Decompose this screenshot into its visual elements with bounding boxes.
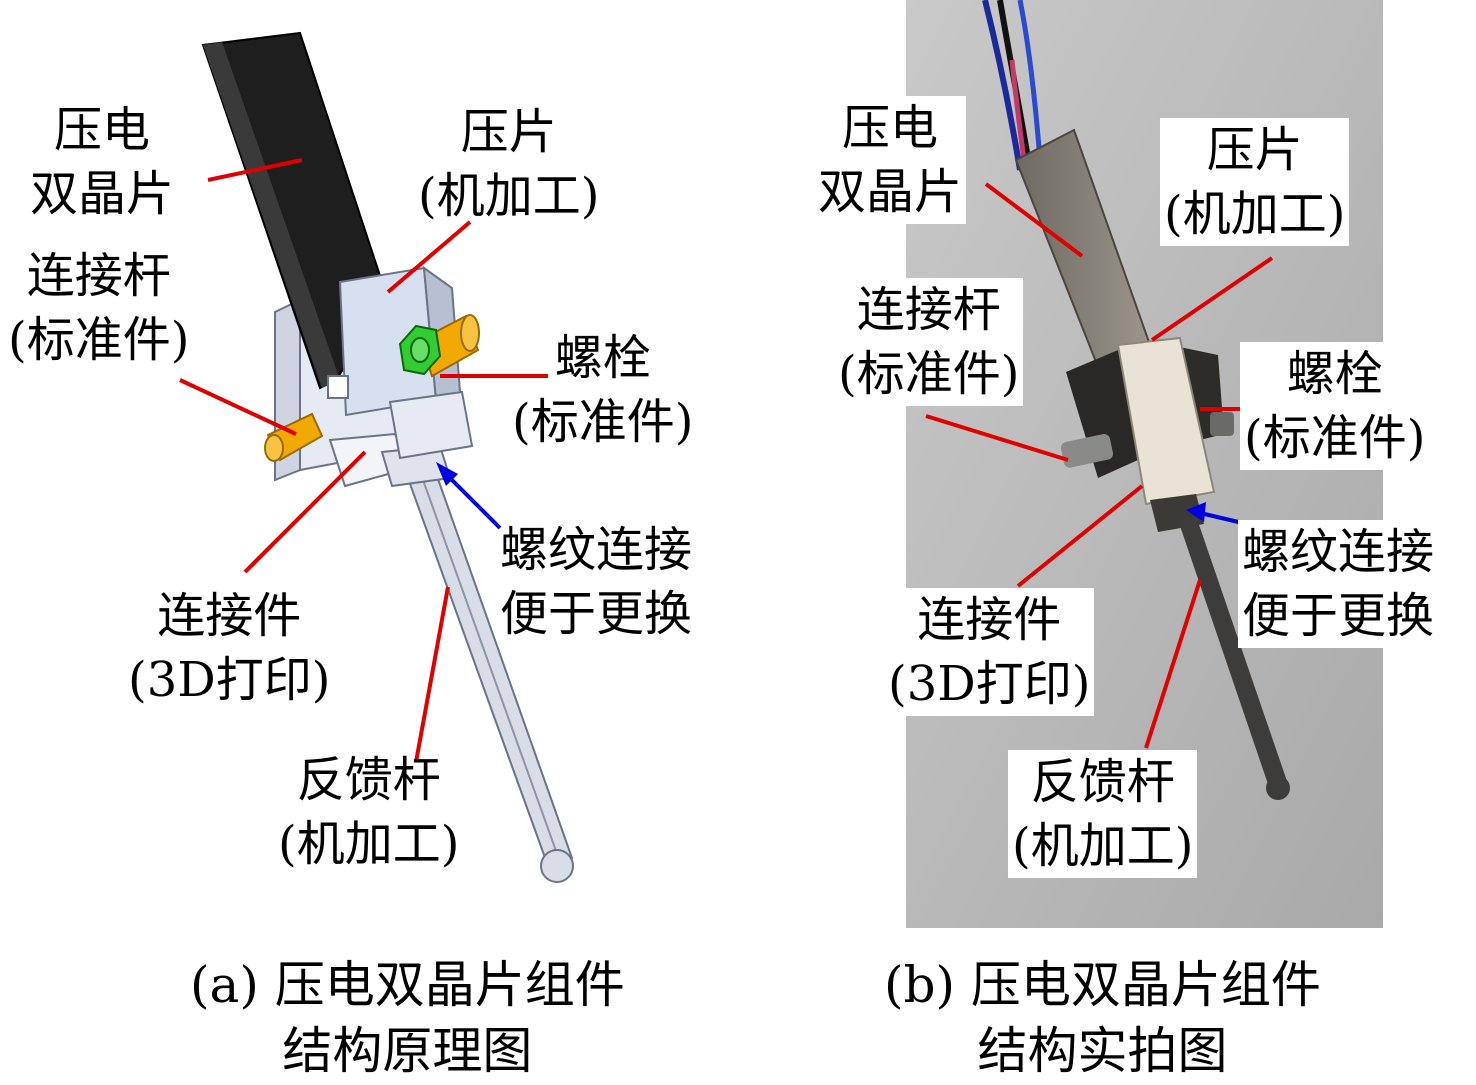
- label-line: (标准件): [838, 346, 1020, 402]
- label-line: 压片: [460, 104, 557, 160]
- link-rod-model: [264, 412, 324, 462]
- label-line: 连接件: [917, 592, 1062, 648]
- label-line: 反馈杆: [296, 752, 441, 808]
- label-line: 连接件: [157, 588, 302, 644]
- label-line: (3D打印): [888, 656, 1091, 712]
- label-line: 螺纹连接: [500, 522, 693, 578]
- panel-a-schematic: [201, 31, 574, 883]
- caption-line: 结构实拍图: [977, 1022, 1228, 1080]
- panel-b-label-thread: 螺纹连接 便于更换: [1238, 520, 1439, 648]
- panel-b-label-connector: 连接件 (3D打印): [884, 588, 1095, 716]
- label-line: (标准件): [512, 394, 694, 450]
- caption-line: 结构原理图: [282, 1022, 533, 1080]
- label-line: 压电: [54, 102, 151, 158]
- label-line: 螺栓: [1286, 346, 1383, 402]
- label-line: (机加工): [418, 168, 600, 224]
- panel-a-label-bolt: 螺栓 (标准件): [512, 326, 693, 454]
- label-line: (机加工): [278, 816, 460, 872]
- caption-line: (b) 压电双晶片组件: [884, 956, 1321, 1014]
- panel-a-label-feedback-rod: 反馈杆 (机加工): [278, 748, 459, 876]
- caption-line: (a) 压电双晶片组件: [190, 956, 625, 1014]
- label-line: (标准件): [8, 312, 190, 368]
- panel-b-label-bimorph: 压电 双晶片: [814, 96, 967, 224]
- label-line: 便于更换: [1242, 588, 1435, 644]
- panel-b-label-link-rod: 连接杆 (标准件): [834, 278, 1024, 406]
- label-line: 压片: [1206, 122, 1303, 178]
- label-line: 反馈杆: [1030, 754, 1175, 810]
- panel-b-label-bolt: 螺栓 (标准件): [1240, 342, 1430, 470]
- bolt-model: [398, 314, 480, 378]
- panel-a-label-thread: 螺纹连接 便于更换: [500, 518, 692, 646]
- panel-b-label-clamp: 压片 (机加工): [1160, 118, 1350, 246]
- panel-b-leader-lines: [925, 182, 1274, 749]
- label-line: 双晶片: [818, 164, 963, 220]
- panel-a-leader-lines: [179, 158, 548, 763]
- panel-b-caption: (b) 压电双晶片组件 结构实拍图: [884, 952, 1321, 1084]
- label-line: 便于更换: [500, 586, 693, 642]
- panel-b-label-feedback-rod: 反馈杆 (机加工): [1008, 750, 1198, 878]
- label-line: 双晶片: [30, 166, 175, 222]
- label-line: (机加工): [1012, 818, 1194, 874]
- label-line: 螺纹连接: [1242, 524, 1435, 580]
- label-line: 压电: [842, 100, 939, 156]
- label-line: 连接杆: [856, 282, 1001, 338]
- label-line: (3D打印): [128, 652, 331, 708]
- label-line: 连接杆: [26, 248, 171, 304]
- label-line: (机加工): [1164, 186, 1346, 242]
- panel-a-label-bimorph: 压电 双晶片: [30, 98, 174, 226]
- panel-a-label-connector: 连接件 (3D打印): [128, 584, 330, 712]
- panel-a-caption: (a) 压电双晶片组件 结构原理图: [190, 952, 625, 1084]
- panel-a-label-link-rod: 连接杆 (标准件): [8, 244, 189, 372]
- label-line: (标准件): [1244, 410, 1426, 466]
- panel-a-label-clamp: 压片 (机加工): [418, 100, 599, 228]
- label-line: 螺栓: [554, 330, 651, 386]
